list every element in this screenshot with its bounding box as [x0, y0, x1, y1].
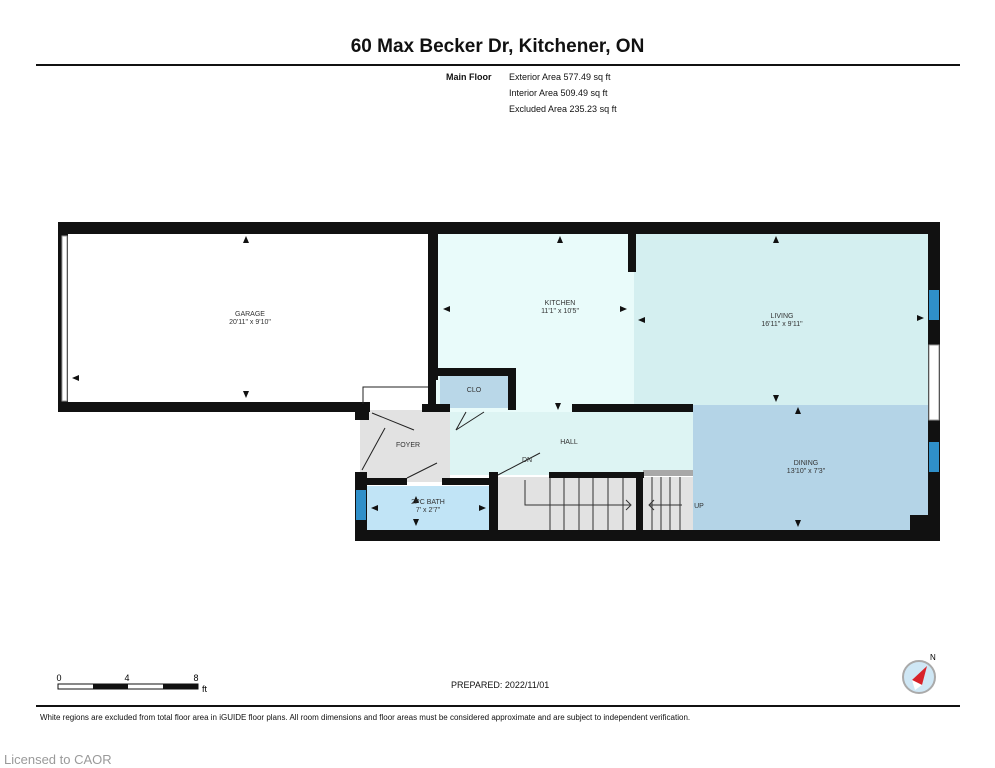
door-swings	[361, 386, 541, 479]
living-area	[634, 234, 928, 405]
scale-unit: ft	[202, 684, 208, 694]
scale-tick-4: 4	[124, 673, 129, 683]
page-title: 60 Max Becker Dr, Kitchener, ON	[350, 36, 645, 57]
kitchen-label: KITCHEN	[545, 300, 576, 307]
disclaimer: White regions are excluded from total fl…	[40, 713, 691, 722]
garage-dims: 20'11" x 9'10"	[229, 319, 271, 326]
clo-area	[440, 375, 510, 408]
prepared-date: PREPARED: 2022/11/01	[451, 680, 550, 690]
hall-area	[450, 412, 693, 475]
dining-dims: 13'10" x 7'3"	[787, 468, 826, 475]
scale-tick-8: 8	[193, 673, 198, 683]
stair-treads	[524, 477, 682, 530]
license-watermark: Licensed to CAOR	[4, 752, 112, 767]
floor-label: Main Floor	[446, 72, 492, 82]
garage-label: GARAGE	[235, 311, 265, 318]
footer-divider	[36, 705, 960, 707]
bath-label: 2PC BATH	[411, 499, 445, 506]
dining-label: DINING	[794, 460, 819, 467]
window	[929, 290, 939, 320]
stair-landing	[643, 470, 693, 476]
scale-tick-0: 0	[56, 673, 61, 683]
living-dims: 16'11" x 9'11"	[761, 321, 803, 328]
clo-label: CLO	[467, 387, 482, 394]
living-label: LIVING	[771, 313, 794, 320]
window	[929, 442, 939, 472]
compass-icon: N	[902, 653, 936, 694]
stairs-down-label: DN	[522, 457, 532, 464]
bath-area	[366, 486, 490, 530]
stairs-area	[497, 477, 693, 530]
foyer-label: FOYER	[396, 442, 420, 449]
header-divider	[36, 64, 960, 66]
dimension-arrows	[72, 236, 924, 527]
interior-area: Interior Area 509.49 sq ft	[509, 88, 608, 98]
stairs-up-label: UP	[694, 503, 704, 510]
compass-north-label: N	[930, 653, 936, 662]
patio-door	[928, 344, 940, 421]
bath-dims: 7' x 2'7"	[416, 507, 441, 514]
exterior-area: Exterior Area 577.49 sq ft	[509, 72, 611, 82]
hall-label: HALL	[560, 439, 578, 446]
scale-bar: 0 4 8 ft	[56, 673, 207, 694]
dining-area	[693, 405, 928, 530]
kitchen-dims: 11'1" x 10'5"	[541, 308, 579, 315]
excluded-area: Excluded Area 235.23 sq ft	[509, 104, 617, 114]
garage-door-opening	[61, 235, 68, 402]
window	[356, 490, 366, 520]
